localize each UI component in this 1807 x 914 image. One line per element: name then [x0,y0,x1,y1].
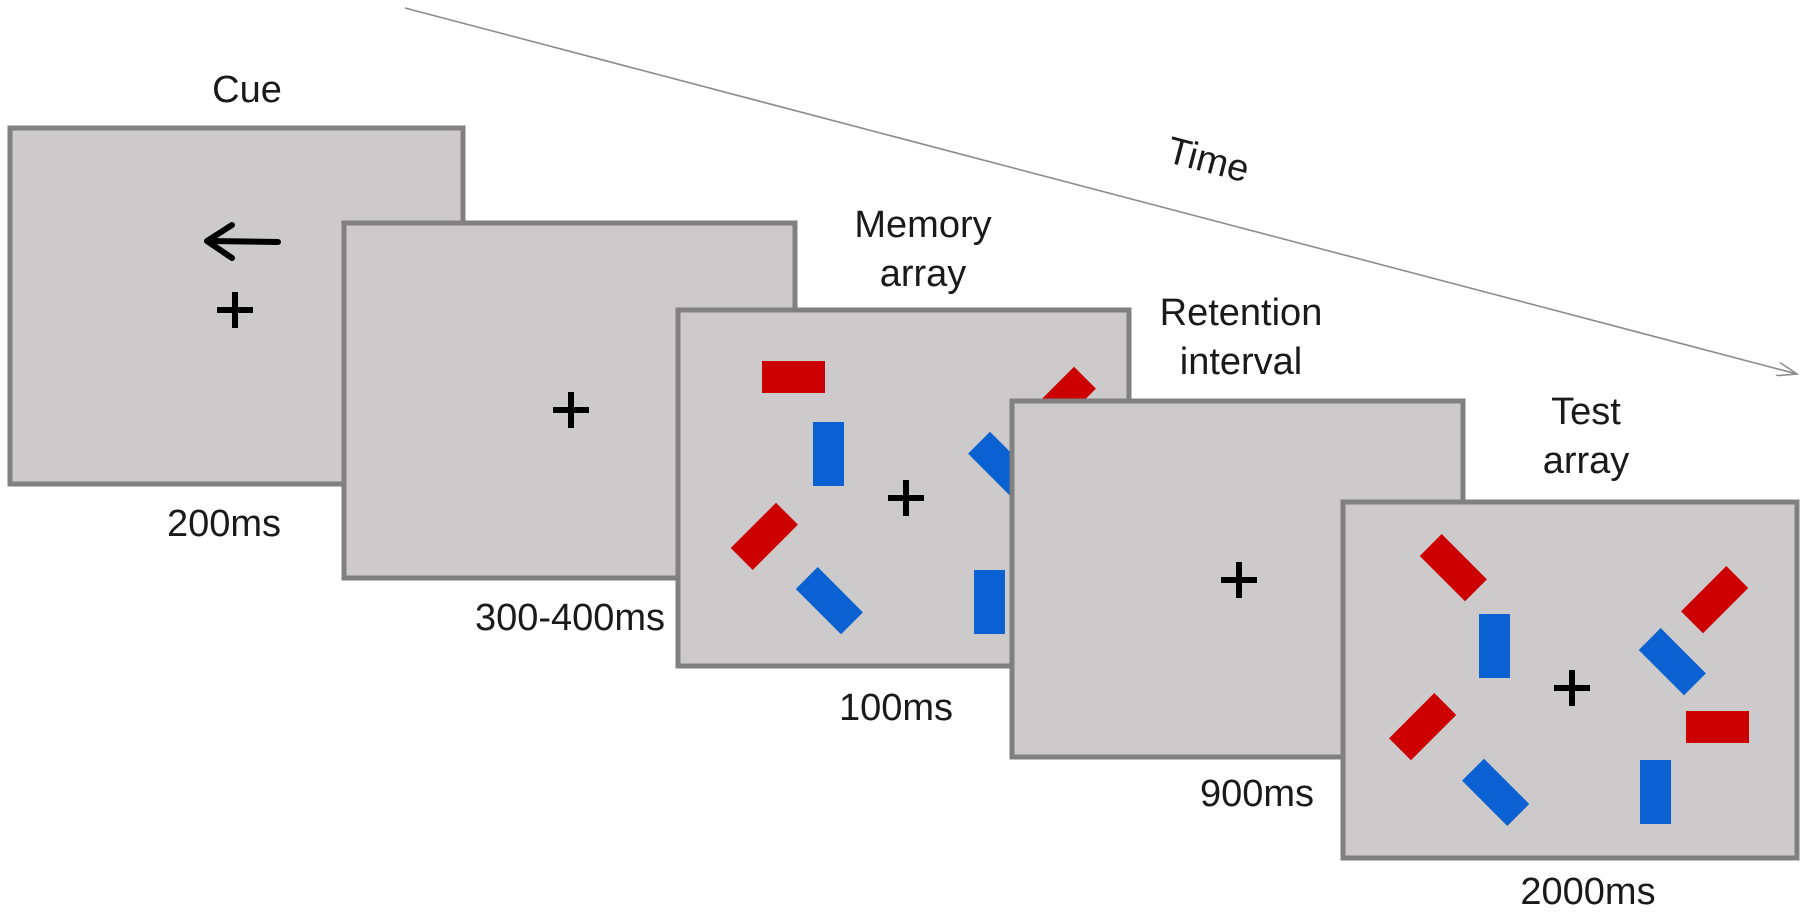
blue-bar [1462,758,1530,826]
memory-title-line2: array [880,253,967,295]
time-label: Time [1163,130,1254,192]
retention-title-line2: interval [1180,341,1303,383]
cue-title: Cue [212,69,282,111]
red-bar [730,502,798,570]
delay-duration: 300-400ms [475,597,665,639]
blue-bar [974,570,1005,634]
red-bar [1686,711,1749,743]
left-arrow-icon [204,222,281,261]
fixation-cross-icon [1554,670,1590,706]
red-bar [1389,693,1457,761]
blue-bar [1638,628,1706,696]
test-duration: 2000ms [1520,871,1655,913]
red-bar [1419,534,1487,602]
fixation-cross-icon [888,480,924,516]
red-bar [762,361,825,393]
memory-title-line1: Memory [854,204,991,246]
time-arrow [404,7,1797,374]
memory-duration: 100ms [839,687,953,729]
blue-bar [813,422,844,486]
retention-title-line1: Retention [1160,292,1323,334]
blue-bar [1479,614,1510,678]
cue-duration: 200ms [167,503,281,545]
test-array-screen [1340,499,1800,861]
blue-bar [795,567,863,635]
test-title-line1: Test [1551,391,1621,433]
blue-bar [1640,760,1671,824]
fixation-cross-icon [217,292,253,328]
red-bar [1681,566,1749,634]
retention-duration: 900ms [1200,773,1314,815]
fixation-cross-icon [1221,562,1257,598]
test-title-line2: array [1543,440,1630,482]
fixation-cross-icon [553,392,589,428]
